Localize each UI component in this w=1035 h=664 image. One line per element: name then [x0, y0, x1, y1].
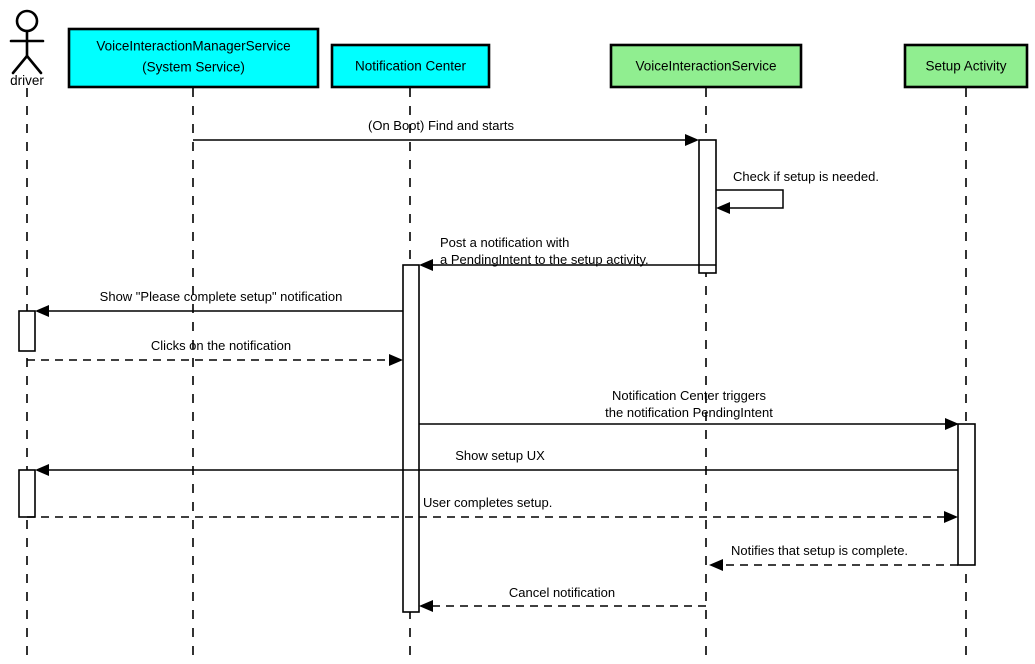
actor-leg-right-icon	[25, 54, 43, 75]
message-notification-center-triggers-pendingintent: Notification Center triggers the notific…	[419, 388, 959, 430]
participant-box-vims[interactable]	[67, 27, 320, 89]
arrowhead-right-icon	[685, 134, 699, 146]
activation-bar-setup-activity	[957, 423, 976, 566]
message-label-m9: Notifies that setup is complete.	[731, 543, 908, 558]
actor-leg-left-icon	[11, 54, 29, 75]
message-label-m6-line1: Notification Center triggers	[612, 388, 766, 403]
arrowhead-left-icon	[419, 259, 433, 271]
participant-voice-interaction-service[interactable]: VoiceInteractionService	[609, 43, 803, 89]
message-label-m4: Show "Please complete setup" notificatio…	[100, 289, 343, 304]
arrowhead-left-icon	[709, 559, 723, 571]
participant-notification-center[interactable]: Notification Center	[330, 43, 491, 89]
participant-setup-activity[interactable]: Setup Activity	[903, 43, 1029, 89]
participant-label-setup-activity: Setup Activity	[925, 59, 1006, 74]
participant-box-setup-activity[interactable]	[903, 43, 1029, 89]
message-self-loop-line	[716, 189, 784, 209]
message-post-a-notification: Post a notification with a PendingIntent…	[419, 235, 716, 271]
participant-label-vis: VoiceInteractionService	[635, 59, 776, 74]
message-label-m1: (On Boot) Find and starts	[368, 118, 514, 133]
actor-head-icon	[15, 9, 39, 33]
participant-label-notification-center: Notification Center	[355, 59, 467, 74]
message-cancel-notification: Cancel notification	[419, 585, 706, 612]
message-label-m2: Check if setup is needed.	[733, 169, 879, 184]
arrowhead-left-icon	[35, 464, 49, 476]
message-show-setup-ux: Show setup UX	[35, 448, 958, 476]
participant-box-notification-center[interactable]	[330, 43, 491, 89]
message-clicks-on-the-notification: Clicks on the notification	[27, 338, 403, 366]
message-label-m7: Show setup UX	[455, 448, 545, 463]
message-check-if-setup-is-needed: Check if setup is needed.	[716, 169, 879, 214]
message-user-completes-setup: User completes setup.	[27, 495, 958, 523]
activations-group	[18, 139, 976, 613]
message-label-m3-line1: Post a notification with	[440, 235, 569, 250]
participant-voice-interaction-manager-service[interactable]: VoiceInteractionManagerService (System S…	[67, 27, 320, 89]
message-label-m5: Clicks on the notification	[151, 338, 291, 353]
arrowhead-left-icon	[419, 600, 433, 612]
arrowhead-left-icon	[716, 202, 730, 214]
activation-bar-driver-first	[18, 310, 36, 352]
participant-box-vis[interactable]	[609, 43, 803, 89]
participant-label-vims-line2: (System Service)	[142, 60, 245, 75]
message-show-please-complete-setup-notification: Show "Please complete setup" notificatio…	[35, 289, 403, 317]
participant-label-driver: driver	[10, 73, 44, 88]
participant-label-vims-line1: VoiceInteractionManagerService	[96, 39, 290, 54]
activation-bar-notification-center	[402, 264, 420, 613]
activation-bar-vis	[698, 139, 717, 274]
arrowhead-right-icon	[389, 354, 403, 366]
participant-driver[interactable]: driver	[9, 9, 44, 88]
message-notifies-that-setup-is-complete: Notifies that setup is complete.	[709, 543, 958, 571]
message-label-m3-line2: a PendingIntent to the setup activity.	[440, 252, 649, 267]
message-on-boot-find-and-starts: (On Boot) Find and starts	[193, 118, 699, 146]
arrowhead-left-icon	[35, 305, 49, 317]
message-label-m6-line2: the notification PendingIntent	[605, 405, 773, 420]
arrowhead-right-icon	[944, 511, 958, 523]
arrowhead-right-icon	[945, 418, 959, 430]
message-label-m8: User completes setup.	[423, 495, 552, 510]
activation-bar-driver-second	[18, 469, 36, 518]
message-label-m10: Cancel notification	[509, 585, 615, 600]
